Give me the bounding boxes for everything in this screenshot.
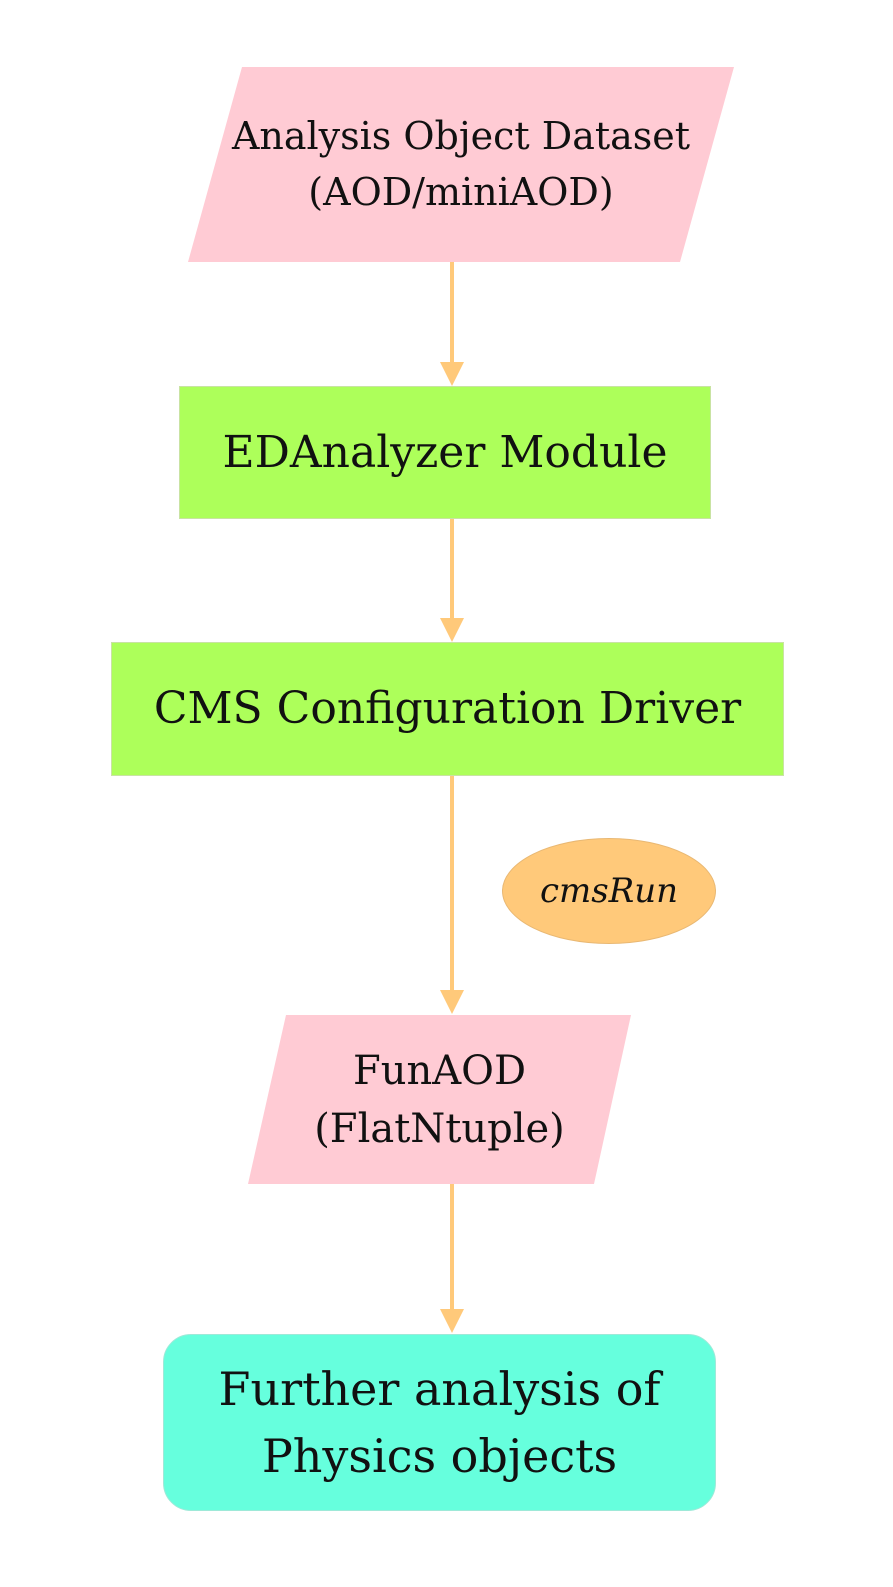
node-fill <box>248 1015 631 1184</box>
arrow-head <box>440 990 464 1014</box>
node-label: Analysis Object Dataset (AOD/miniAOD) <box>231 114 691 214</box>
arrow-edanalyzer-to-driver <box>440 519 464 642</box>
node-cms-configuration-driver: CMS Configuration Driver <box>111 642 784 776</box>
node-fill <box>188 67 734 262</box>
arrow-aod-to-edanalyzer <box>440 262 464 386</box>
parallelogram-shape <box>188 67 734 262</box>
node-analysis-object-dataset: Analysis Object Dataset (AOD/miniAOD) <box>188 67 734 262</box>
node-label: FunAOD (FlatNtuple) <box>314 1047 565 1152</box>
arrow-driver-to-funaod <box>440 776 464 1014</box>
arrow-head <box>440 362 464 386</box>
arrow-head <box>440 1309 464 1333</box>
edge-label-text: cmsRun <box>539 871 679 911</box>
node-label: Further analysis of Physics objects <box>218 1361 661 1483</box>
node-edanalyzer-module: EDAnalyzer Module <box>179 386 711 519</box>
edge-label-cmsrun: cmsRun <box>502 838 716 944</box>
arrow-head <box>440 618 464 642</box>
node-funaod-flatntuple: FunAOD (FlatNtuple) <box>248 1015 631 1184</box>
node-label: EDAnalyzer Module <box>222 426 668 478</box>
parallelogram-shape <box>248 1015 631 1184</box>
node-label: CMS Configuration Driver <box>153 683 742 735</box>
arrow-funaod-to-further <box>440 1184 464 1333</box>
node-further-analysis: Further analysis of Physics objects <box>163 1334 716 1511</box>
